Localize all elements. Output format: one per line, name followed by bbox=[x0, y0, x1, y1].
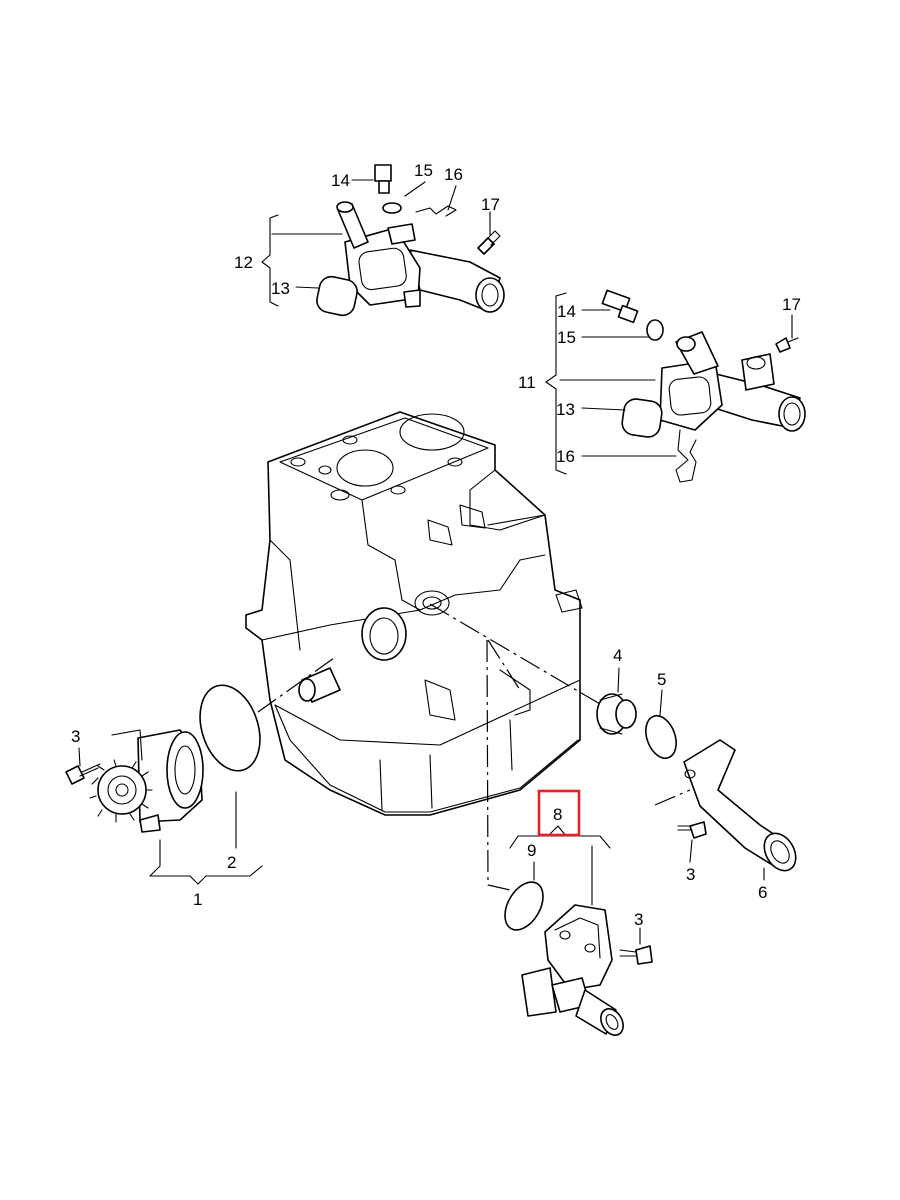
leaders-bottom bbox=[78, 667, 765, 945]
bolt-3c bbox=[619, 945, 653, 965]
pump-seal-ring-2 bbox=[199, 684, 261, 772]
callout-15-top: 15 bbox=[414, 161, 433, 180]
highlight-box bbox=[537, 789, 581, 837]
gasket-13a bbox=[316, 275, 358, 317]
callout-16-right: 16 bbox=[556, 447, 575, 466]
coolant-flange-assembly-12 bbox=[336, 201, 505, 313]
retaining-clip-16b bbox=[675, 429, 697, 483]
callout-13-right: 13 bbox=[556, 400, 575, 419]
callout-14-right: 14 bbox=[557, 302, 576, 321]
callout-1: 1 bbox=[193, 890, 202, 909]
engine-block bbox=[245, 411, 583, 816]
callout-15-right: 15 bbox=[557, 328, 576, 347]
callout-17-top: 17 bbox=[481, 195, 500, 214]
water-pump-1 bbox=[89, 729, 204, 833]
o-ring-9 bbox=[504, 881, 544, 931]
callout-13-top: 13 bbox=[271, 279, 290, 298]
callout-labels: 1 2 3 3 3 4 5 6 8 9 11 12 13 13 14 14 15… bbox=[71, 161, 801, 929]
callout-16-top: 16 bbox=[444, 165, 463, 184]
retaining-clip-16a bbox=[415, 205, 457, 217]
callout-2: 2 bbox=[227, 853, 236, 872]
o-ring-15a bbox=[382, 202, 402, 214]
callout-8: 8 bbox=[553, 805, 562, 824]
temperature-sensor-14a bbox=[374, 164, 392, 194]
bolt-3a bbox=[65, 763, 101, 785]
o-ring-5 bbox=[645, 714, 677, 760]
leaders-group-12 bbox=[261, 179, 491, 307]
callout-11: 11 bbox=[518, 373, 536, 392]
gasket-13b bbox=[621, 398, 663, 438]
callout-6: 6 bbox=[758, 883, 767, 902]
callout-3-housing: 3 bbox=[634, 910, 643, 929]
bolt-17a bbox=[477, 230, 501, 255]
assembly-center-lines bbox=[257, 603, 691, 891]
callout-17-right: 17 bbox=[782, 295, 801, 314]
bolt-3b bbox=[677, 821, 707, 839]
coolant-pipe-elbow-6 bbox=[683, 739, 797, 872]
coolant-housing-8 bbox=[521, 904, 624, 1036]
bolt-17b bbox=[775, 337, 799, 353]
pump-gear-icon bbox=[89, 759, 153, 823]
callout-12: 12 bbox=[234, 253, 253, 272]
coolant-flange-assembly-11 bbox=[659, 331, 806, 432]
leaders-group-11 bbox=[545, 292, 793, 475]
callout-3-elbow: 3 bbox=[686, 865, 695, 884]
callout-3-pump: 3 bbox=[71, 727, 80, 746]
callout-9: 9 bbox=[527, 841, 536, 860]
o-ring-15b bbox=[646, 319, 664, 341]
callout-14-top: 14 bbox=[331, 171, 350, 190]
temperature-sensor-14b bbox=[601, 289, 639, 324]
thermostat-4 bbox=[596, 693, 637, 735]
callout-4: 4 bbox=[613, 646, 622, 665]
callout-5: 5 bbox=[657, 670, 666, 689]
